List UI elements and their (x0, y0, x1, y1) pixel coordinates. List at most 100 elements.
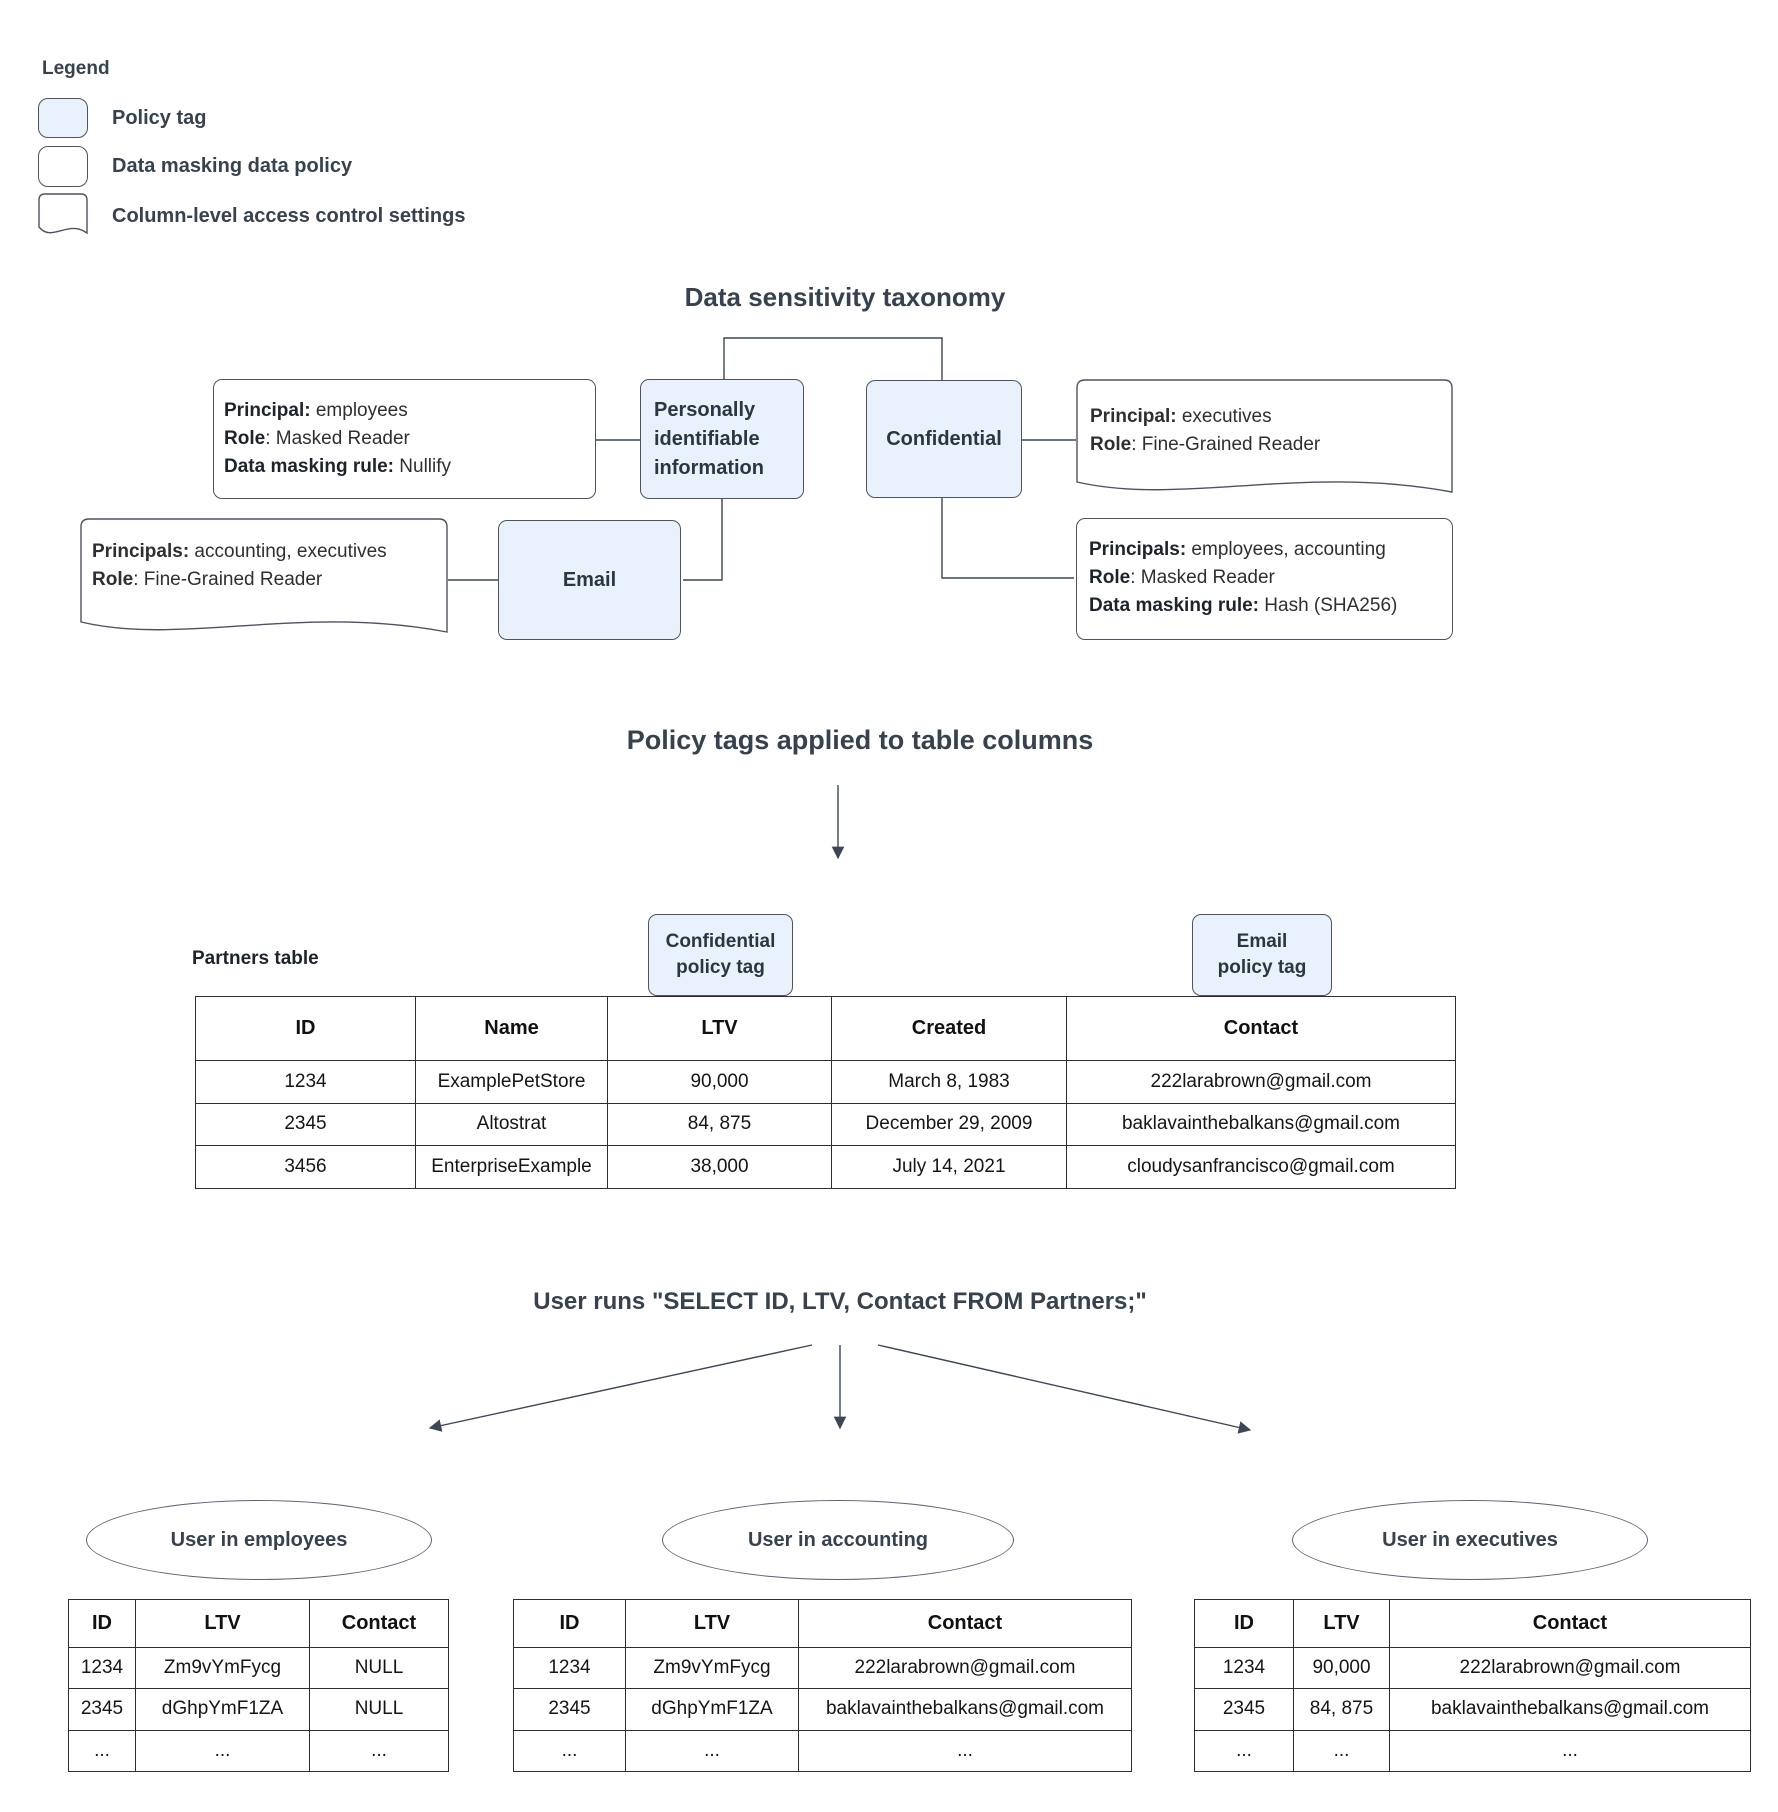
policy-text-line: Role: Fine-Grained Reader (1090, 434, 1321, 455)
pii-tag-line: identifiable (654, 428, 760, 450)
taxonomy-title: Data sensitivity taxonomy (684, 282, 1006, 312)
column-header: Name (415, 996, 608, 1061)
wavy-shape (1076, 379, 1453, 493)
table-cell: 84, 875 (1293, 1688, 1390, 1731)
connector-confidential-hash (941, 498, 1074, 579)
table-cell: 222larabrown@gmail.com (1066, 1060, 1456, 1104)
table-cell: dGhpYmF1ZA (625, 1688, 799, 1731)
policy-text-line: Principals: employees, accounting (1089, 539, 1386, 560)
table-cell: 1234 (195, 1060, 416, 1104)
arrow-to-executives (877, 1344, 1252, 1434)
policy-tag-swatch-icon (38, 98, 88, 138)
table-cell: 2345 (513, 1688, 626, 1731)
table-cell: December 29, 2009 (831, 1102, 1067, 1147)
table-cell: Altostrat (415, 1102, 608, 1147)
tag-line: Confidential (665, 931, 776, 952)
policy-text-line: Principal: executives (1090, 406, 1272, 427)
user-employees-ellipse: User in employees (86, 1500, 432, 1580)
confidential-column-policy-tag: Confidential policy tag (648, 914, 793, 996)
column-header: Contact (1389, 1599, 1751, 1648)
table-cell: NULL (309, 1688, 449, 1731)
table-cell: March 8, 1983 (831, 1060, 1067, 1104)
policy-text-line: Role: Fine-Grained Reader (92, 569, 323, 590)
table-cell: baklavainthebalkans@gmail.com (798, 1688, 1132, 1731)
column-header: Contact (798, 1599, 1132, 1648)
table-cell: ... (513, 1729, 626, 1773)
table-cell: 222larabrown@gmail.com (1389, 1646, 1751, 1690)
column-header: ID (1194, 1599, 1294, 1648)
legend-item-label: Data masking data policy (112, 155, 353, 177)
policy-text-line: Role: Masked Reader (1089, 567, 1275, 588)
legend-item-access-control: Column-level access control settings (38, 193, 465, 240)
table-cell: 2345 (195, 1102, 416, 1147)
table-cell: 90,000 (1293, 1646, 1390, 1690)
legend-item-label: Policy tag (112, 106, 207, 129)
table-cell: 1234 (68, 1646, 136, 1690)
user-executives-ellipse: User in executives (1292, 1500, 1648, 1580)
table-cell: EnterpriseExample (415, 1145, 608, 1189)
legend-title: Legend (42, 58, 110, 79)
column-header: Created (831, 996, 1067, 1061)
policy-text-line: Data masking rule: Nullify (224, 456, 452, 477)
table-row: ......... (68, 1729, 449, 1773)
table-cell: ... (625, 1729, 799, 1773)
partners-table-label: Partners table (192, 948, 319, 969)
column-header: ID (513, 1599, 626, 1648)
connector-email-pii (683, 499, 723, 581)
table-cell: Zm9vYmFycg (135, 1646, 310, 1690)
table-cell: 2345 (1194, 1688, 1294, 1731)
legend-item-label: Column-level access control settings (112, 205, 466, 227)
policy-text-line: Role: Masked Reader (224, 428, 410, 449)
access-control-swatch-icon (38, 193, 88, 240)
policy-section-title: Policy tags applied to table columns (626, 725, 1094, 755)
table-cell: 3456 (195, 1145, 416, 1189)
pii-policy-tag: Personally identifiable information (640, 379, 804, 499)
tag-line: policy tag (1217, 957, 1307, 978)
table-cell: 1234 (1194, 1646, 1294, 1690)
column-header: LTV (607, 996, 832, 1061)
tag-line: Email (1236, 931, 1288, 952)
confidential-policy-tag: Confidential (866, 380, 1022, 498)
table-cell: Zm9vYmFycg (625, 1646, 799, 1690)
table-cell: ... (798, 1729, 1132, 1773)
table-cell: NULL (309, 1646, 449, 1690)
column-header: ID (195, 996, 416, 1061)
table-cell: ... (1194, 1729, 1294, 1773)
pii-tag-line: Personally (654, 399, 756, 421)
table-cell: ... (309, 1729, 449, 1773)
table-cell: ... (1293, 1729, 1390, 1773)
wavy-shape (80, 518, 448, 633)
column-header: Contact (1066, 996, 1456, 1061)
policy-text-line: Principal: employees (224, 400, 408, 421)
email-column-policy-tag: Email policy tag (1192, 914, 1332, 996)
column-header: Contact (309, 1599, 449, 1648)
table-cell: cloudysanfrancisco@gmail.com (1066, 1145, 1456, 1189)
column-header: LTV (1293, 1599, 1390, 1648)
query-section-title: User runs "SELECT ID, LTV, Contact FROM … (533, 1288, 1147, 1315)
table-cell: ... (1389, 1729, 1751, 1773)
table-cell: baklavainthebalkans@gmail.com (1066, 1102, 1456, 1147)
table-cell: 38,000 (607, 1145, 832, 1189)
arrow-to-employees (428, 1344, 813, 1432)
column-header: LTV (625, 1599, 799, 1648)
